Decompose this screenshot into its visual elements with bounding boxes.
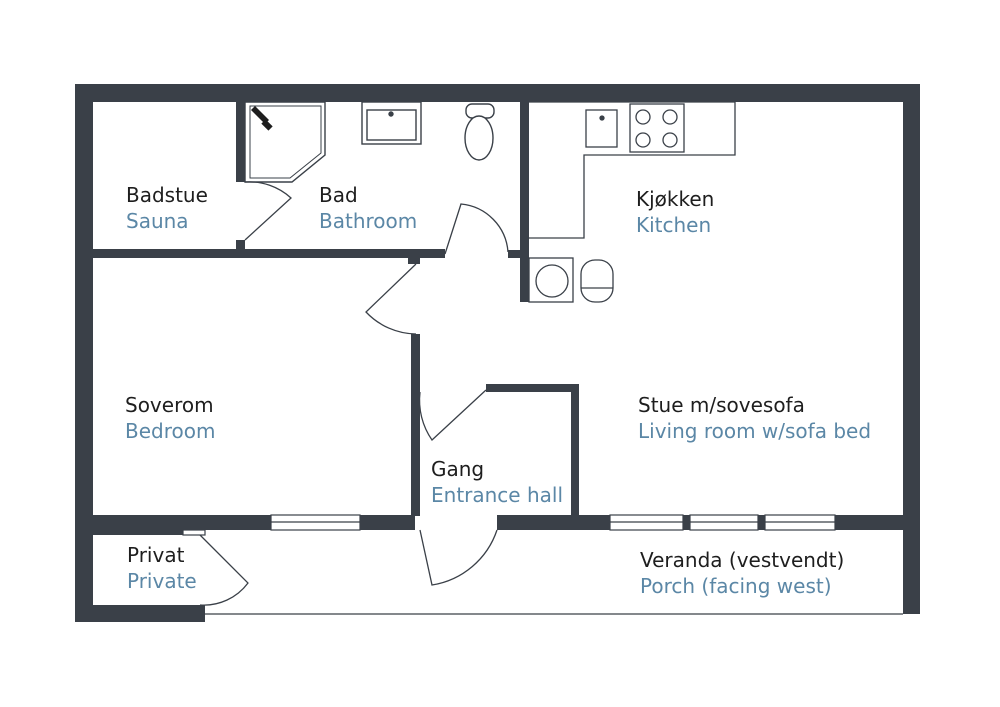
door-closet [418, 389, 487, 441]
room-label-bathroom: Bad Bathroom [319, 182, 417, 234]
doors [199, 181, 509, 606]
room-name-norwegian: Badstue [126, 183, 208, 207]
room-name-english: Bathroom [319, 209, 418, 233]
room-label-porch: Veranda (vestvendt) Porch (facing west) [640, 547, 844, 599]
wall-sauna-bath [236, 102, 245, 182]
room-name-english: Private [127, 569, 197, 593]
wall-closet-right [571, 384, 579, 516]
room-name-norwegian: Privat [127, 543, 185, 567]
wall-veranda-left [93, 515, 271, 530]
room-label-bedroom: Soverom Bedroom [125, 392, 215, 444]
room-label-entrance-hall: Gang Entrance hall [431, 456, 563, 508]
room-name-english: Porch (facing west) [640, 574, 832, 598]
sauna-bench [244, 101, 326, 183]
wall-veranda-mid [360, 515, 415, 530]
veranda-outline [182, 529, 903, 615]
walls [75, 84, 920, 622]
outer-wall-left [75, 84, 93, 622]
wall-bedroom-hall [411, 334, 420, 516]
wall-bath-kitchen [520, 102, 529, 302]
wall-closet-top [486, 384, 579, 392]
wall-below-bath [93, 249, 445, 258]
dryer-icon [580, 259, 614, 303]
wall-window-sep-2 [758, 515, 765, 530]
wall-private-stub [93, 530, 183, 535]
room-name-norwegian: Soverom [125, 393, 214, 417]
outer-wall-top [75, 84, 920, 102]
door-entrance [419, 529, 498, 586]
room-label-sauna: Badstue Sauna [126, 182, 208, 234]
toilet-icon [464, 103, 495, 161]
room-name-norwegian: Veranda (vestvendt) [640, 548, 845, 572]
room-label-kitchen: Kjøkken Kitchen [636, 186, 714, 238]
windows [270, 514, 836, 531]
wall-sauna-bath-lower [236, 240, 245, 252]
wall-window-sep-1 [683, 515, 690, 530]
outer-wall-right [903, 84, 920, 614]
outer-wall-bottom-left [75, 605, 205, 622]
room-name-english: Kitchen [636, 213, 712, 237]
wall-veranda-hall [497, 515, 610, 530]
room-name-english: Entrance hall [431, 483, 564, 507]
room-name-english: Sauna [126, 209, 189, 233]
door-bath [444, 203, 509, 255]
room-name-norwegian: Kjøkken [636, 187, 715, 211]
room-label-living-room: Stue m/sovesofa Living room w/sofa bed [638, 392, 871, 444]
room-name-english: Living room w/sofa bed [638, 419, 872, 443]
door-bedroom [365, 263, 417, 335]
wall-below-bath-right [408, 256, 420, 264]
door-sauna [244, 181, 292, 241]
sink-icon [361, 101, 422, 145]
washing-machine-icon [528, 257, 574, 303]
stove-icon [629, 103, 685, 153]
door-private [199, 534, 249, 606]
kitchen-counter [529, 101, 736, 239]
sauna-heater-icon [251, 106, 273, 131]
room-name-norwegian: Gang [431, 457, 485, 481]
room-name-norwegian: Bad [319, 183, 358, 207]
room-label-private: Privat Private [127, 542, 197, 594]
room-name-english: Bedroom [125, 419, 216, 443]
kitchen-sink-icon [585, 109, 618, 148]
wall-kitchen-stub [508, 250, 529, 258]
wall-veranda-right [835, 515, 903, 530]
room-name-norwegian: Stue m/sovesofa [638, 393, 805, 417]
